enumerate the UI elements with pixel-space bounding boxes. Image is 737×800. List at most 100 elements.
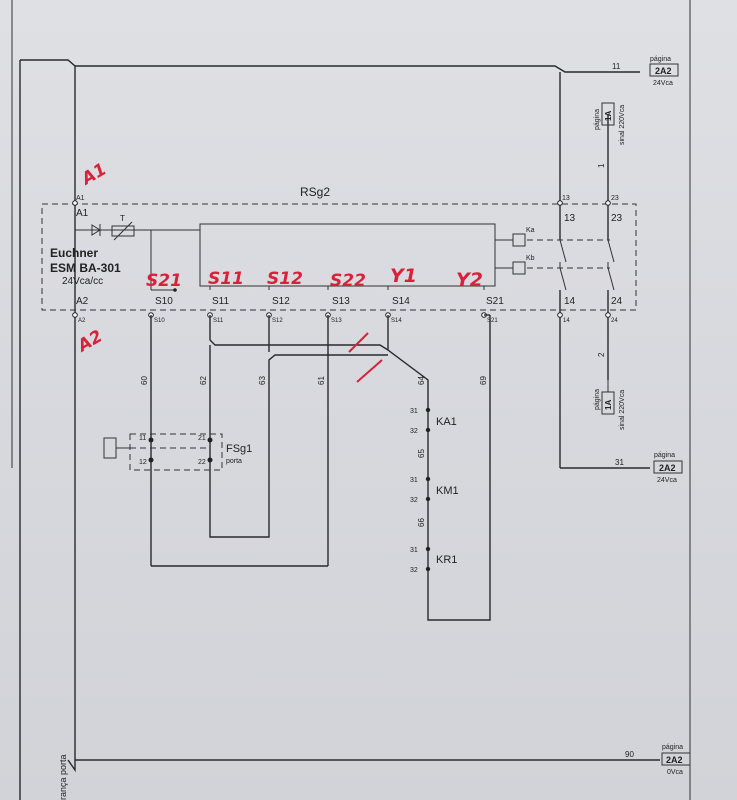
hand-s22: S22 (330, 271, 366, 291)
ref-vtop-signal: sinal 220Vca (619, 105, 626, 145)
logic-block (199, 223, 496, 287)
ref-vert-top: 1A página sinal 220Vca (594, 102, 626, 145)
ref-bottom-box (661, 752, 691, 766)
relay-a-label: Ka (526, 227, 535, 234)
contact-kr1: 31 32 KR1 (410, 546, 457, 574)
ref-mid-right: página 2A2 24Vca (653, 452, 683, 484)
margin-text: rança porta (58, 754, 68, 800)
hand-slash-2 (356, 359, 383, 383)
device-name: RSg2 (300, 185, 330, 199)
t14-label: 14 (564, 296, 576, 307)
hand-y2: Y2 (456, 269, 483, 291)
ref-mid-box (653, 460, 683, 474)
a2-small-label: A2 (78, 318, 86, 324)
wire-number-90: 90 (625, 750, 634, 759)
s10-node (173, 288, 177, 292)
t24-label: 24 (611, 296, 623, 307)
ref-top-box (649, 63, 679, 77)
t14-terminal (557, 312, 563, 318)
ref-vtop-label: página (594, 109, 601, 130)
wire-number-2: 2 (597, 352, 606, 357)
wire-number-11: 11 (612, 62, 621, 71)
fsg1-name: FSg1 (226, 443, 252, 455)
ref-top-voltage: 24Vca (653, 80, 673, 87)
s12-small-label: S12 (272, 318, 283, 324)
t23-terminal (605, 200, 611, 206)
fsg1-c21-node (207, 437, 213, 443)
contact-ka1: 31 32 KA1 (410, 407, 457, 435)
device-model: ESM BA-301 (50, 261, 121, 275)
fsg1-c21-label: 21 (198, 435, 206, 442)
ref-bottom-right: página 2A2 0Vca (661, 744, 691, 776)
fsg1-c12-node (148, 457, 154, 463)
fsg1-c11-node (148, 437, 154, 443)
device-brand: Euchner (50, 246, 98, 260)
t23-small-label: 23 (611, 195, 619, 202)
t23-label: 23 (611, 213, 623, 224)
hand-s12: S12 (267, 269, 303, 289)
kr1-top-node (425, 546, 431, 552)
t13-contact2 (559, 267, 567, 291)
km1-top-label: 31 (410, 477, 418, 484)
ref-bottom-label: página (662, 744, 683, 751)
ref-vtop-box (601, 102, 615, 126)
s21-small-label: S21 (487, 318, 498, 324)
ka1-name: KA1 (436, 416, 457, 428)
wire-number-66: 66 (417, 518, 426, 527)
t14-small-label: 14 (563, 318, 570, 324)
ref-vbottom-label: página (594, 389, 601, 410)
t23-contact (607, 239, 615, 263)
t13-terminal (557, 200, 563, 206)
device-voltage: 24Vca/cc (62, 276, 103, 287)
wire-number-60: 60 (140, 376, 149, 385)
s10-small-label: S10 (154, 318, 165, 324)
a2-label: A2 (76, 296, 89, 307)
s14-small-label: S14 (391, 318, 402, 324)
hand-s21: S21 (146, 271, 182, 291)
transformer-label: T (120, 214, 125, 223)
hand-slash-1 (348, 332, 369, 353)
t24-small-label: 24 (611, 318, 618, 324)
t13-label: 13 (564, 213, 576, 224)
t13-small-label: 13 (562, 195, 570, 202)
ref-top-page: 2A2 (655, 66, 672, 76)
ref-mid-label: página (654, 452, 675, 459)
ref-mid-page: 2A2 (659, 463, 676, 473)
s21-label: S21 (486, 296, 504, 307)
ref-vert-bottom: 1A página sinal 220Vca (594, 380, 626, 430)
wire-64-69 (387, 315, 491, 621)
ref-vbottom-page: 1A (604, 400, 613, 410)
kb-coil-icon (512, 261, 526, 275)
a2-terminal (72, 312, 78, 318)
km1-bottom-node (425, 496, 431, 502)
hand-y1: Y1 (390, 265, 417, 287)
hand-a1: A1 (77, 160, 110, 191)
wire-s11-cross (209, 315, 389, 351)
wire-number-65: 65 (417, 449, 426, 458)
wire-number-69: 69 (479, 376, 488, 385)
ref-top-right: página 2A2 24Vca (649, 56, 679, 87)
a1-small-label: A1 (76, 195, 85, 202)
ka1-top-node (425, 407, 431, 413)
s10-label: S10 (155, 296, 173, 307)
hand-a2: A2 (73, 327, 106, 358)
a-rail-wire (20, 59, 76, 773)
kr1-bottom-node (425, 566, 431, 572)
ka1-bottom-node (425, 427, 431, 433)
wire-62-63 (209, 345, 388, 538)
top-24v-wire (75, 65, 640, 73)
wire-number-64: 64 (417, 376, 426, 385)
ref-vtop-page: 1A (604, 111, 613, 121)
s13-small-label: S13 (331, 318, 342, 324)
contact-km1: 31 32 KM1 (410, 476, 459, 504)
s13-label: S13 (332, 296, 350, 307)
ka1-bottom-label: 32 (410, 428, 418, 435)
wire-number-1: 1 (597, 163, 606, 168)
t13-contact (559, 239, 567, 263)
kr1-top-label: 31 (410, 547, 418, 554)
km1-name: KM1 (436, 485, 459, 497)
wire-number-31: 31 (615, 458, 624, 467)
kr1-bottom-label: 32 (410, 567, 418, 574)
